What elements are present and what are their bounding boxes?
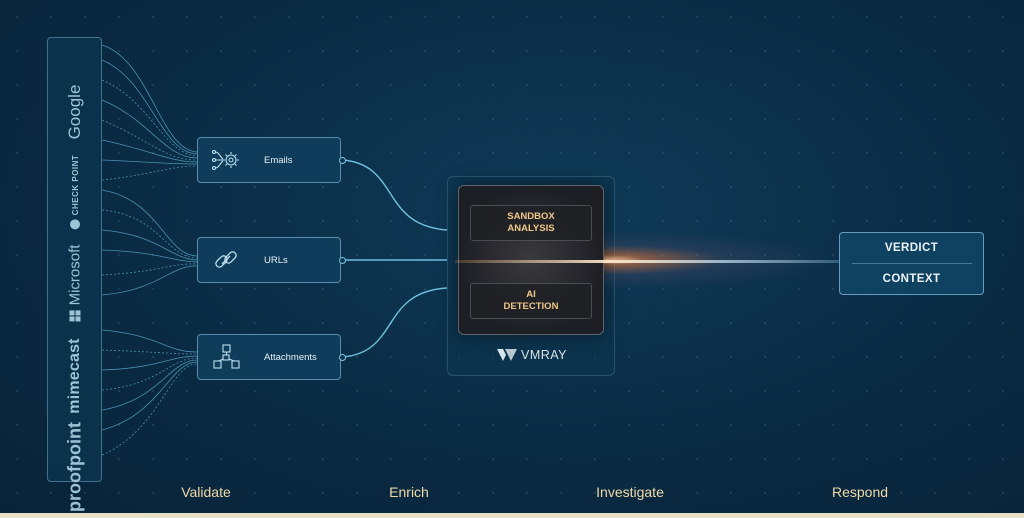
wire-vendor-emails-8: [101, 165, 198, 181]
wire-vendor-emails-3: [101, 79, 198, 157]
ai-label-line2: DETECTION: [503, 301, 559, 312]
verdict-label: VERDICT: [884, 242, 939, 254]
link-icon: [206, 247, 246, 273]
sandbox-label-line2: ANALYSIS: [507, 223, 555, 234]
microsoft-label: Microsoft: [66, 244, 84, 306]
ai-label-line1: AI: [526, 289, 536, 300]
vmray-logo-text: VMRAY: [521, 348, 568, 362]
mimecast-logo: mimecast: [66, 338, 83, 414]
wire-vendor-att-3: [101, 355, 198, 371]
stage-enrich: Enrich: [389, 484, 429, 500]
email-processing-icon: [206, 147, 246, 173]
wire-vendor-emails-2: [101, 59, 198, 155]
sandbox-label-line1: SANDBOX: [507, 211, 555, 222]
wire-vendor-att-5: [101, 359, 198, 411]
attachments-label: Attachments: [264, 351, 317, 363]
vendor-column: Google CHECK POINT Microsoft mimecast pr…: [47, 37, 102, 512]
wire-vendor-att-7: [101, 363, 198, 456]
checkpoint-logo: CHECK POINT: [70, 155, 80, 230]
context-label: CONTEXT: [882, 273, 941, 285]
microsoft-icon: [69, 310, 81, 322]
wire-vendor-emails-4: [101, 99, 198, 159]
wire-vendor-emails-6: [101, 139, 198, 163]
stage-investigate: Investigate: [596, 484, 664, 500]
emails-connector: [339, 157, 346, 164]
wire-vendor-emails-1: [101, 44, 198, 153]
wire-vendor-urls-5: [101, 263, 198, 276]
attachments-network-icon: [206, 343, 246, 371]
wire-vendor-emails-7: [101, 159, 198, 165]
attachments-box: Attachments: [197, 334, 341, 380]
wire-vendor-urls-2: [101, 209, 198, 259]
vmray-logo: VMRAY: [497, 348, 567, 362]
checkpoint-icon: [70, 219, 80, 230]
wire-vendor-att-1: [101, 329, 198, 353]
proofpoint-logo: proofpoint: [64, 422, 85, 512]
google-logo: Google: [65, 84, 84, 140]
wire-vendor-urls-6: [101, 265, 198, 296]
wire-att-vmray: [342, 287, 448, 358]
sandbox-analysis-panel: SANDBOX ANALYSIS: [470, 205, 592, 241]
emails-label: Emails: [264, 154, 293, 166]
wire-vendor-emails-5: [101, 119, 198, 161]
output-divider: [851, 263, 972, 264]
urls-box: URLs: [197, 237, 341, 283]
wire-emails-vmray: [342, 159, 448, 231]
vmray-mark-icon: [497, 349, 517, 361]
wire-vendor-att-4: [101, 357, 198, 391]
checkpoint-label: CHECK POINT: [70, 154, 80, 216]
emails-box: Emails: [197, 137, 341, 183]
ai-detection-panel: AI DETECTION: [470, 283, 592, 319]
output-box: VERDICT CONTEXT: [839, 232, 984, 295]
attachments-connector: [339, 354, 346, 361]
microsoft-logo: Microsoft: [67, 245, 84, 322]
bottom-strip: [0, 513, 1024, 518]
wire-vendor-urls-1: [101, 189, 198, 257]
stage-validate: Validate: [181, 484, 231, 500]
wire-vendor-urls-4: [101, 249, 198, 263]
urls-label: URLs: [264, 254, 288, 266]
stage-respond: Respond: [831, 484, 889, 500]
wire-vendor-att-6: [101, 361, 198, 431]
wire-vendor-urls-3: [101, 229, 198, 261]
urls-connector: [339, 257, 346, 264]
